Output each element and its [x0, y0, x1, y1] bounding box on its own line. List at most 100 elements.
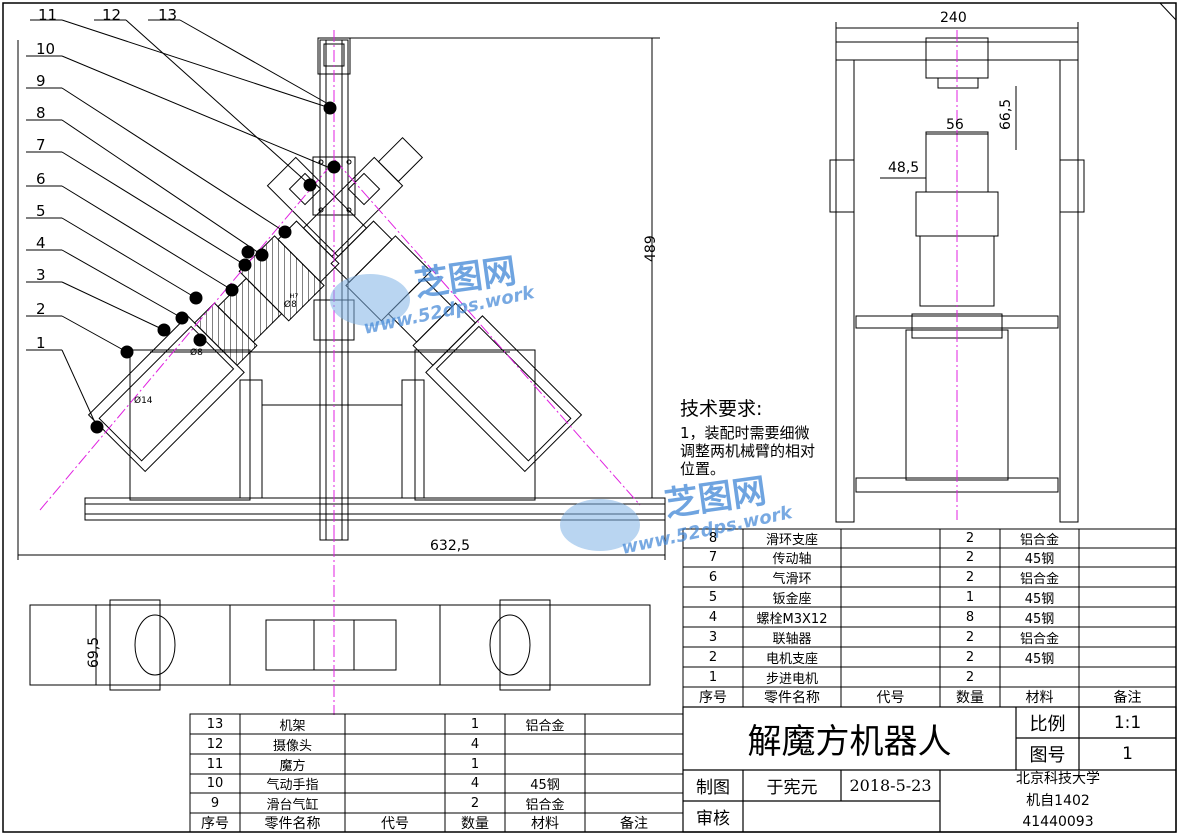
bom-no: 13 — [206, 716, 224, 732]
bom-qty: 2 — [965, 531, 975, 546]
dim-total-width: 632,5 — [430, 538, 471, 554]
bom-name: 气滑环 — [772, 571, 812, 587]
drawn-label: 制图 — [696, 778, 730, 798]
bom-name: 传动轴 — [772, 552, 812, 567]
callout-6: 6 — [36, 170, 46, 188]
bom-header-note: 备注 — [620, 815, 648, 832]
drawing-number-label: 图号 — [1029, 745, 1066, 766]
dim-fit-tolerance: H7 — [290, 293, 299, 300]
callout-3: 3 — [36, 266, 46, 284]
student-id: 41440093 — [1022, 814, 1094, 830]
bom-no: 5 — [708, 589, 718, 605]
bom-material: 45钢 — [1024, 651, 1055, 667]
scale-value: 1:1 — [1113, 712, 1142, 733]
callout-11: 11 — [38, 6, 58, 24]
dim-motor-width: 56 — [946, 117, 964, 133]
bom-no: 9 — [210, 795, 220, 811]
watermark-logo-icon — [330, 274, 640, 551]
bom-no: 3 — [708, 629, 718, 645]
check-label: 审核 — [696, 809, 730, 829]
technical-requirements: 技术要求: 1，装配时需要细微 调整两机械臂的相对 位置。 — [680, 398, 816, 479]
bom-material: 45钢 — [530, 778, 560, 793]
dim-fit-small: Ø8 — [284, 300, 297, 310]
bom-qty: 2 — [965, 669, 975, 685]
bom-header-note: 备注 — [1113, 690, 1142, 706]
class-name: 机自1402 — [1026, 793, 1090, 809]
bom-header-no: 序号 — [201, 815, 229, 832]
bom-name: 钣金座 — [772, 591, 812, 607]
bom-header-code: 代号 — [381, 815, 409, 832]
bom-name: 摄像头 — [272, 738, 312, 754]
dim-side-width: 240 — [940, 10, 967, 26]
tech-title: 技术要求: — [680, 398, 763, 420]
dim-fit-big: Ø14 — [134, 396, 153, 406]
bom-header-material: 材料 — [531, 815, 559, 832]
bom-qty: 4 — [470, 776, 480, 791]
bom-no: 11 — [206, 756, 224, 772]
bom-material: 铝合金 — [1019, 533, 1059, 548]
bom-material: 铝合金 — [1019, 631, 1059, 647]
bom-name: 滑台气缸 — [266, 797, 319, 813]
dim-total-height: 489 — [643, 235, 659, 262]
left-bom-grid — [189, 713, 684, 833]
bom-material: 45钢 — [1024, 591, 1055, 607]
dim-bottom-height: 69,5 — [86, 636, 102, 668]
bom-qty: 2 — [965, 629, 975, 645]
right-bom-grid — [682, 528, 1177, 708]
bom-qty: 8 — [965, 609, 975, 625]
tech-line-2: 调整两机械臂的相对 — [680, 442, 816, 460]
bom-qty: 1 — [470, 716, 480, 732]
dim-fit-small2: Ø8 — [190, 348, 203, 358]
bom-header-qty: 数量 — [956, 690, 984, 706]
callout-12: 12 — [102, 6, 122, 24]
bom-no: 8 — [708, 531, 718, 546]
bom-material: 铝合金 — [525, 797, 565, 813]
callout-7: 7 — [36, 136, 46, 154]
bom-header-no: 序号 — [699, 690, 727, 706]
tech-line-1: 1，装配时需要细微 — [680, 424, 810, 442]
bom-name: 滑环支座 — [765, 533, 818, 548]
bom-qty: 2 — [470, 795, 480, 811]
scale-label: 比例 — [1029, 713, 1066, 735]
callout-4: 4 — [36, 234, 46, 252]
drawn-date: 2018-5-23 — [849, 776, 932, 795]
callout-leaders — [26, 19, 341, 434]
callout-1: 1 — [36, 334, 46, 352]
school-name: 北京科技大学 — [1016, 771, 1100, 787]
tech-line-3: 位置。 — [680, 460, 726, 478]
callout-2: 2 — [36, 300, 46, 318]
bom-qty: 1 — [470, 756, 480, 772]
callout-5: 5 — [36, 202, 46, 220]
callout-9: 9 — [36, 72, 46, 90]
bom-header-name: 零件名称 — [264, 815, 321, 832]
callout-8: 8 — [36, 104, 46, 122]
bom-header-name: 零件名称 — [764, 690, 820, 706]
bom-no: 4 — [708, 609, 718, 625]
bottom-view — [29, 525, 651, 715]
bom-header-qty: 数量 — [461, 815, 489, 832]
bom-name: 联轴器 — [772, 631, 812, 647]
bom-name: 电机支座 — [765, 651, 818, 667]
bom-material: 45钢 — [1024, 552, 1055, 567]
bom-no: 10 — [206, 776, 224, 791]
bom-no: 6 — [708, 569, 718, 585]
bom-name: 魔方 — [279, 758, 306, 774]
bom-name: 步进电机 — [765, 671, 818, 687]
drawn-by: 于宪元 — [766, 778, 818, 798]
bom-no: 1 — [708, 669, 718, 685]
bom-material: 铝合金 — [1019, 571, 1059, 587]
bom-no: 7 — [708, 550, 718, 565]
callout-13: 13 — [158, 6, 178, 24]
bom-qty: 1 — [965, 589, 975, 605]
bom-qty: 2 — [965, 569, 975, 585]
bom-header-material: 材料 — [1025, 690, 1054, 706]
bom-name: 气动手指 — [266, 778, 319, 793]
drawing-number-value: 1 — [1122, 744, 1133, 764]
title-block-grid — [682, 706, 1177, 833]
bom-qty: 2 — [965, 550, 975, 565]
drawing-title: 解魔方机器人 — [747, 722, 952, 762]
bom-name: 机架 — [279, 718, 306, 734]
side-view — [829, 22, 1085, 523]
bom-material: 45钢 — [1024, 611, 1055, 627]
